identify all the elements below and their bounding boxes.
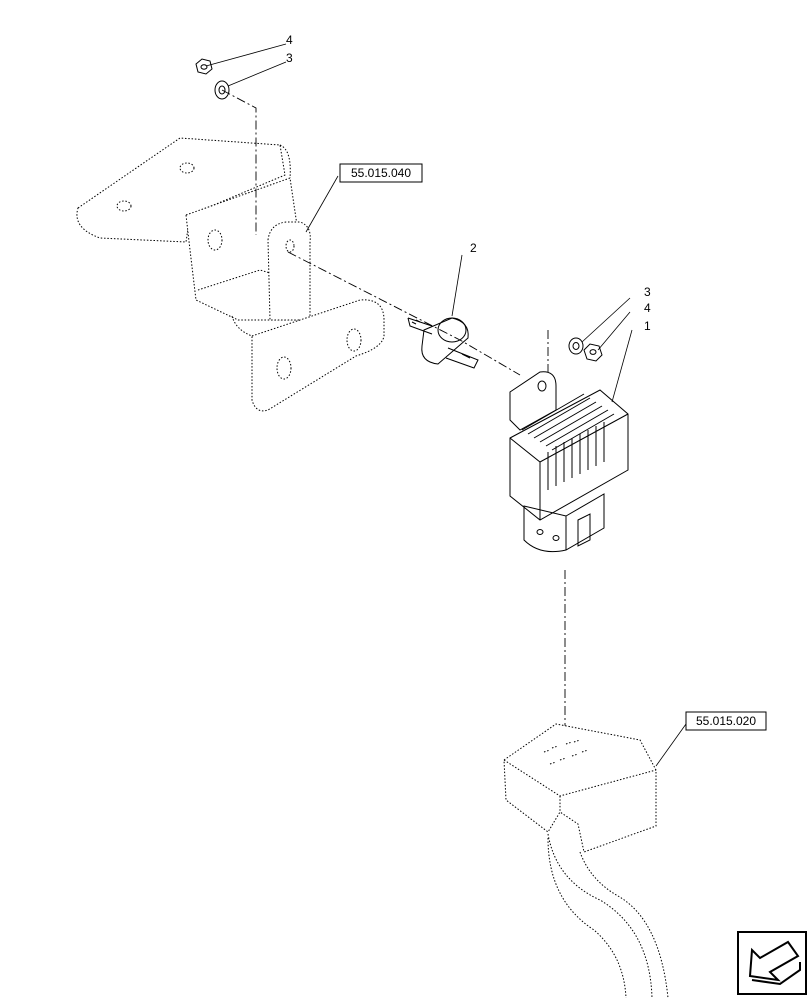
callout-module: 1 (644, 319, 651, 333)
callout-isolator: 2 (470, 241, 477, 255)
reference-connector-text: 55.015.020 (696, 714, 756, 728)
reference-box-bracket[interactable]: 55.015.040 (339, 163, 423, 183)
heat-sink-fins (521, 393, 615, 490)
electronic-module (509, 371, 629, 553)
top-flat-washer (214, 80, 230, 100)
callout-right-nut: 4 (644, 301, 651, 315)
reference-bracket-text: 55.015.040 (351, 166, 411, 180)
harness-connector (503, 723, 669, 999)
top-hex-nut (195, 58, 213, 75)
callout-leaders (205, 43, 687, 767)
rubber-isolator (407, 317, 479, 369)
arrow-bottom-left-icon[interactable] (737, 931, 807, 995)
mounting-bracket (76, 137, 385, 412)
callout-top-washer: 3 (286, 51, 293, 65)
reference-box-connector[interactable]: 55.015.020 (685, 711, 767, 731)
callout-top-nut: 4 (286, 33, 293, 47)
callout-right-washer: 3 (644, 285, 651, 299)
right-hex-nut (583, 343, 603, 362)
right-flat-washer (568, 337, 584, 355)
